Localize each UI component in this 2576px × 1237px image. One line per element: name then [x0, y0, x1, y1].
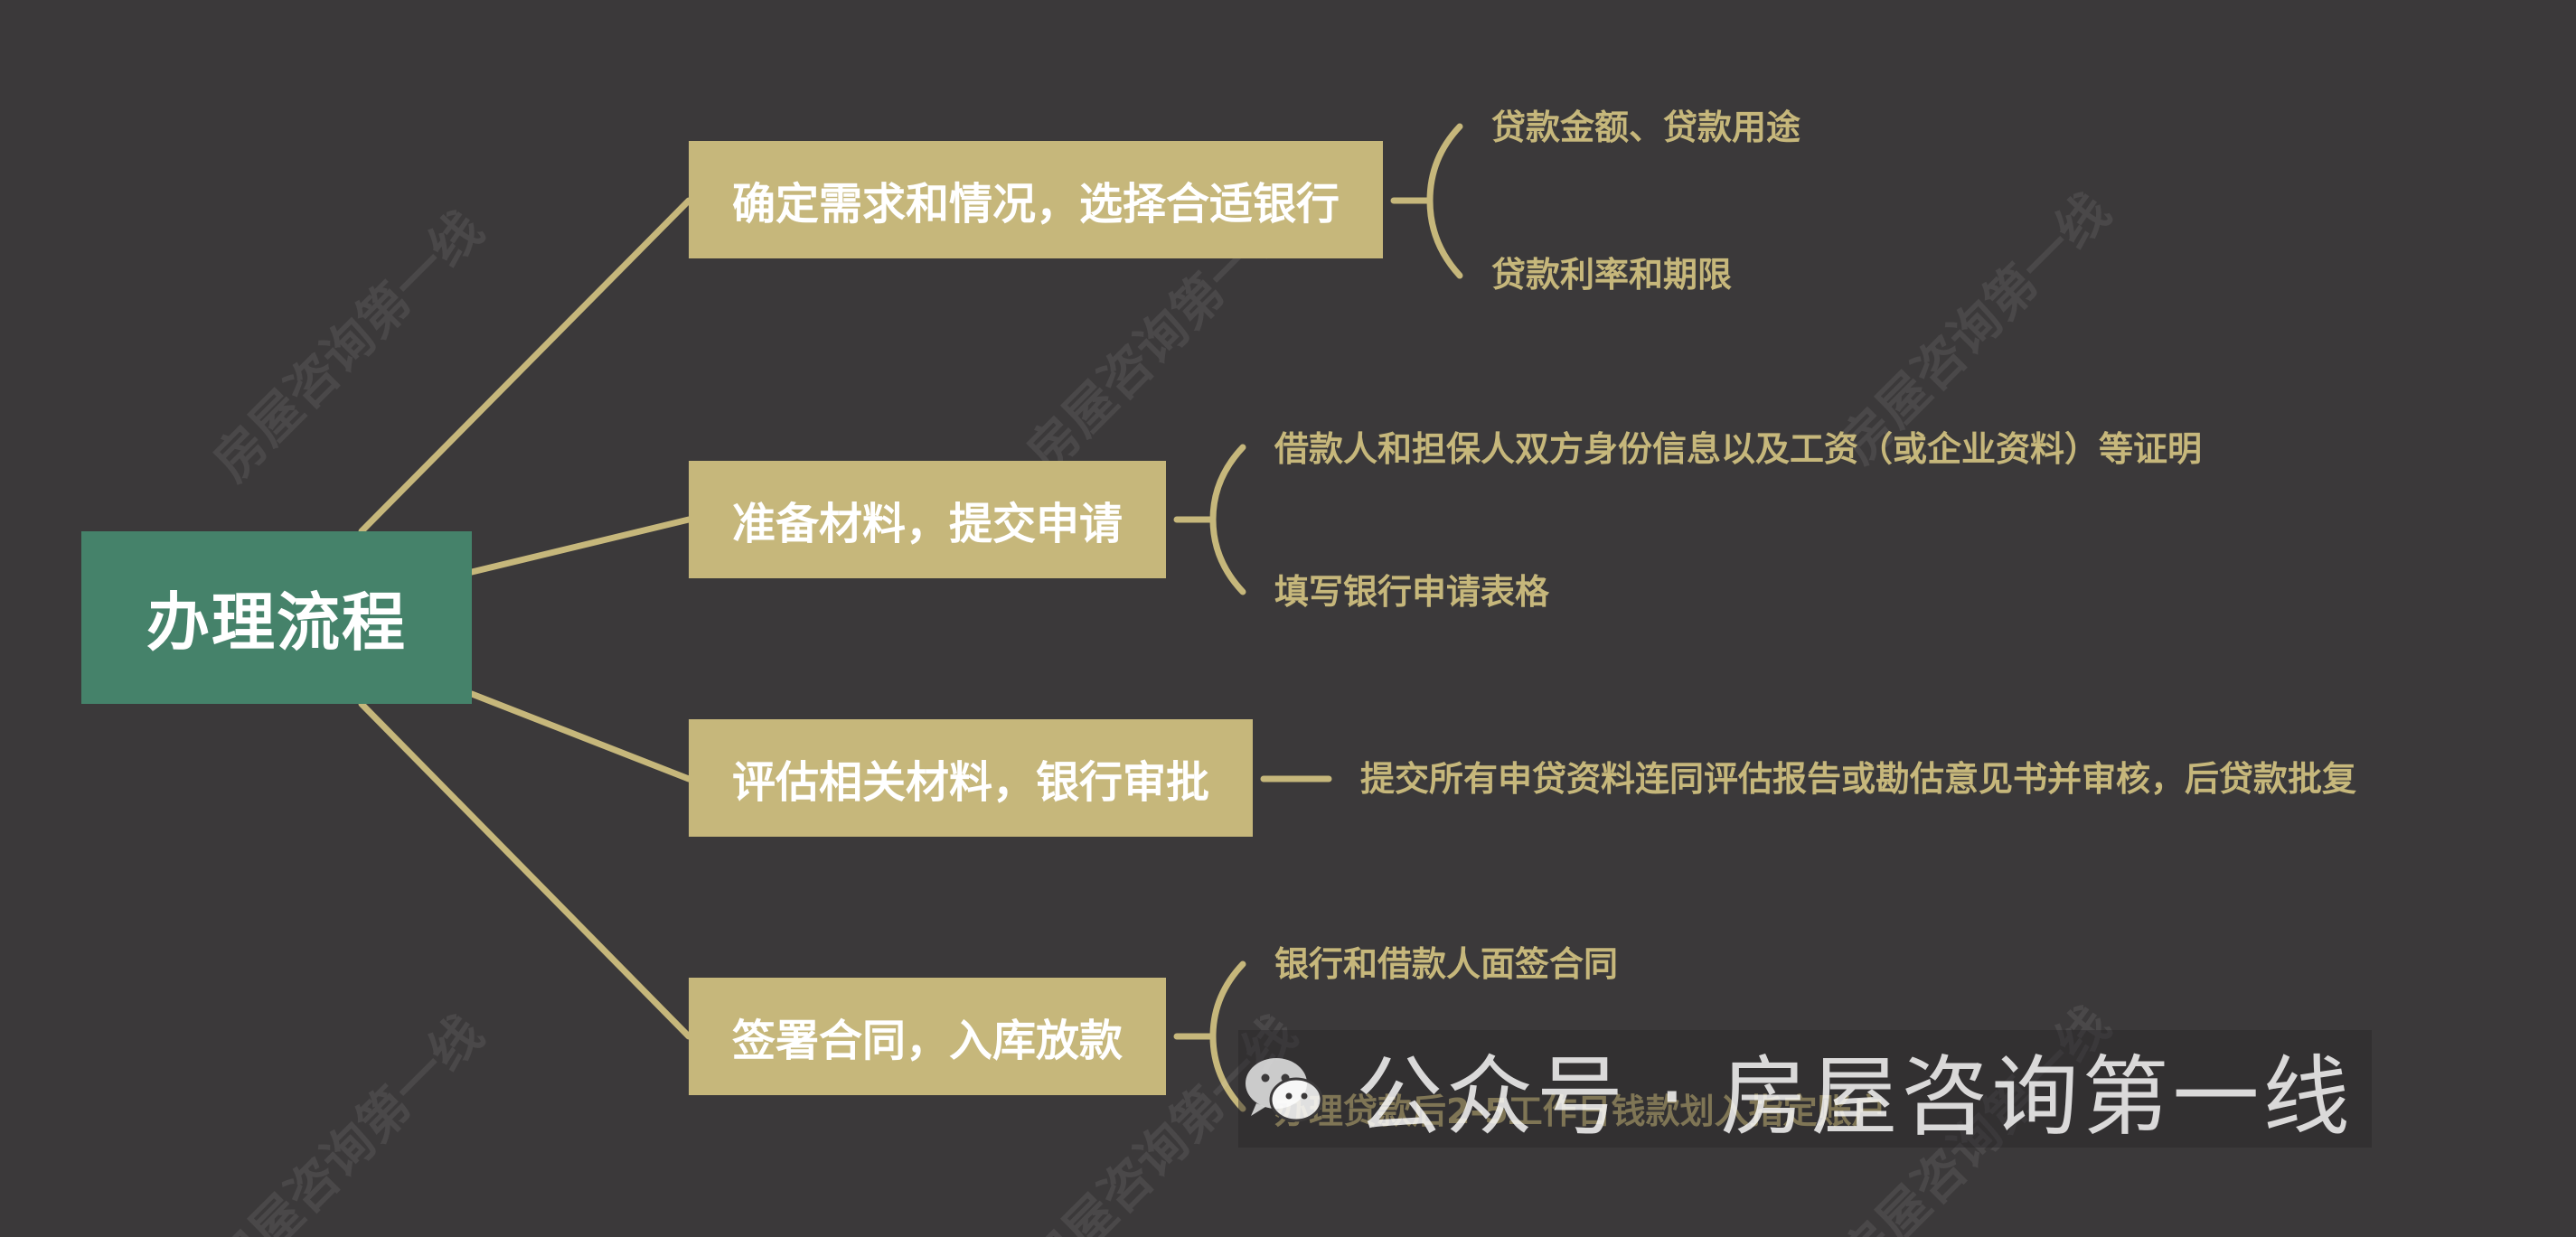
root-to-branch-2-line — [468, 516, 692, 576]
root-to-branch-1-line — [358, 197, 692, 535]
branch-node-2: 准备材料，提交申请 — [689, 461, 1166, 578]
branch-label: 签署合同，入库放款 — [732, 1016, 1123, 1066]
wechat-badge-text: 公众号 · 房屋咨询第一线 — [1356, 1045, 2354, 1148]
root-label: 办理流程 — [146, 586, 407, 660]
leaf-node: 借款人和担保人双方身份信息以及工资（或企业资料）等证明 — [1274, 429, 2203, 469]
branch-node-1: 确定需求和情况，选择合适银行 — [689, 141, 1383, 258]
root-node: 办理流程 — [81, 531, 472, 704]
branch-label: 评估相关材料，银行审批 — [732, 757, 1210, 808]
branch-4-bracket — [1209, 961, 1246, 1112]
leaf-node: 银行和借款人面签合同 — [1274, 944, 1619, 984]
branch-label: 准备材料，提交申请 — [732, 499, 1123, 549]
leaf-node: 贷款金额、贷款用途 — [1491, 108, 1801, 147]
wechat-official-account-badge: 公众号 · 房屋咨询第一线 — [1238, 1030, 2372, 1148]
leaf-node: 办理贷款后2-5工作日钱款划入指定账户 — [1274, 1092, 1886, 1131]
branch-2-bracket — [1209, 444, 1246, 595]
leaf-node: 贷款利率和期限 — [1491, 255, 1733, 295]
branch-node-3: 评估相关材料，银行审批 — [689, 719, 1253, 837]
root-to-branch-4-line — [358, 700, 692, 1040]
leaf-node: 提交所有申贷资料连同评估报告或勘估意见书并审核，后贷款批复 — [1360, 759, 2357, 799]
wechat-icon — [1238, 1044, 1329, 1134]
branch-1-bracket — [1426, 123, 1463, 279]
leaf-node: 填写银行申请表格 — [1274, 572, 1550, 612]
branch-node-4: 签署合同，入库放款 — [689, 978, 1166, 1095]
root-to-branch-3-line — [468, 690, 692, 782]
branch-label: 确定需求和情况，选择合适银行 — [732, 179, 1340, 230]
